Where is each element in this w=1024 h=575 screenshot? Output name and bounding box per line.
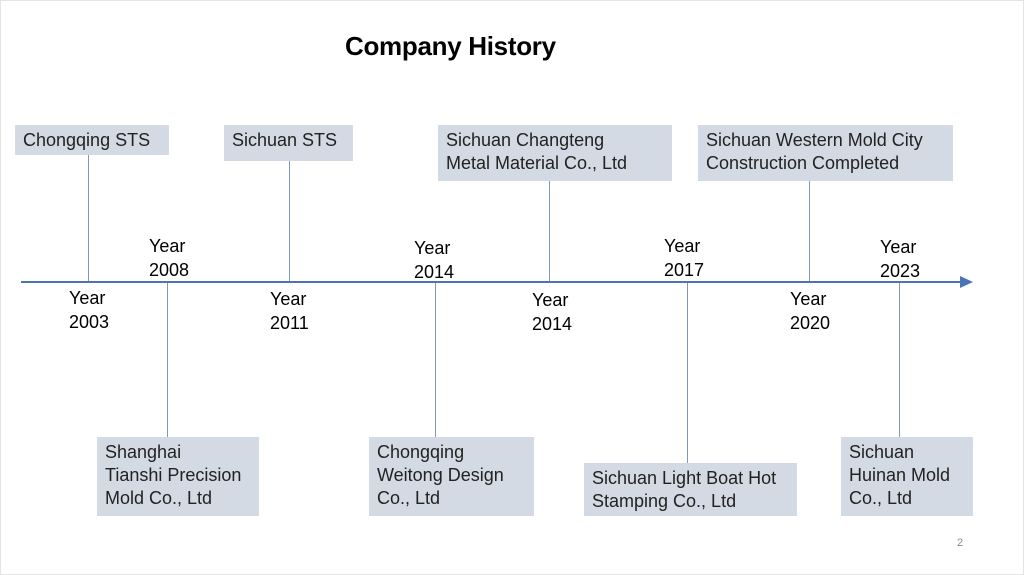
- connector-line: [289, 161, 290, 281]
- event-box: Chongqing STS: [15, 125, 169, 155]
- event-box: Sichuan STS: [224, 125, 353, 161]
- connector-line: [809, 181, 810, 281]
- connector-line: [435, 283, 436, 438]
- connector-line: [88, 153, 89, 281]
- event-box: Sichuan Western Mold City Construction C…: [698, 125, 953, 181]
- connector-line: [167, 283, 168, 438]
- connector-line: [899, 283, 900, 438]
- event-box: Sichuan Light Boat Hot Stamping Co., Ltd: [584, 463, 797, 516]
- event-box: Shanghai Tianshi Precision Mold Co., Ltd: [97, 437, 259, 516]
- connector-line: [549, 181, 550, 281]
- event-box: Sichuan Huinan Mold Co., Ltd: [841, 437, 973, 516]
- event-box: Sichuan Changteng Metal Material Co., Lt…: [438, 125, 672, 181]
- page-title: Company History: [345, 31, 556, 61]
- timeline-arrowhead: [960, 276, 973, 288]
- event-box: Chongqing Weitong Design Co., Ltd: [369, 437, 534, 516]
- connector-line: [687, 283, 688, 463]
- timeline-axis: [21, 281, 966, 283]
- page-number: 2: [957, 537, 964, 549]
